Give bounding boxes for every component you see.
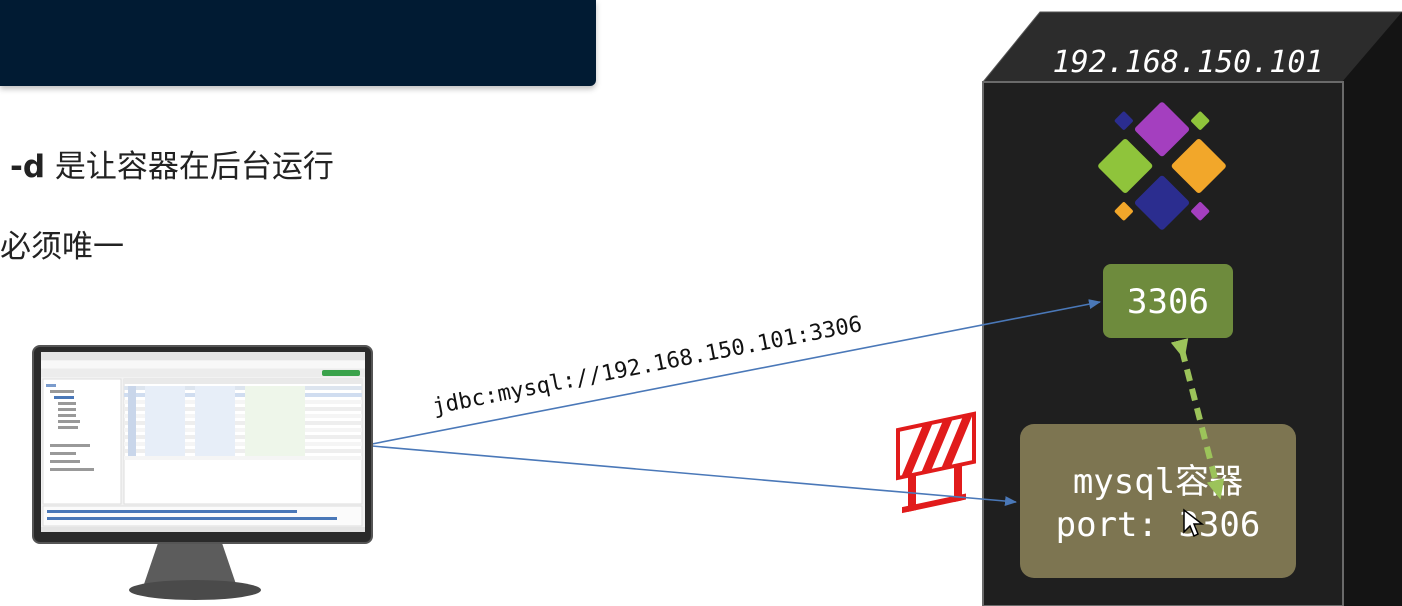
flag-d: -d [10, 149, 46, 185]
bullet-detach-text: 是让容器在后台运行 [45, 149, 334, 185]
bullet-unique: 必须唯一 [0, 229, 124, 265]
container-name: mysql容器 [1073, 462, 1243, 502]
docker-logo-icon [1098, 102, 1226, 230]
host-port-box: 3306 [1103, 264, 1233, 338]
jdbc-url: jdbc:mysql://192.168.150.101:3306 [430, 312, 864, 420]
server-ip: 192.168.150.101 [1053, 45, 1324, 80]
port-mapping-arrow [1170, 338, 1225, 500]
host-port-label: 3306 [1127, 282, 1209, 322]
monitor-icon [32, 345, 373, 600]
slide-header-bar [0, 0, 596, 86]
jdbc-arrow [371, 299, 1101, 445]
mouse-cursor-icon [1183, 508, 1205, 538]
mysql-container-box: mysql容器 port: 3306 [1020, 424, 1296, 578]
container-port: port: 3306 [1056, 505, 1261, 545]
server-side-face [1342, 12, 1402, 606]
blocked-arrow [371, 445, 1017, 507]
mysql-client-screenshot [41, 352, 365, 532]
bullet-detach-flag: -d 是让容器在后台运行 [10, 141, 334, 186]
firewall-barrier-icon [896, 411, 976, 514]
